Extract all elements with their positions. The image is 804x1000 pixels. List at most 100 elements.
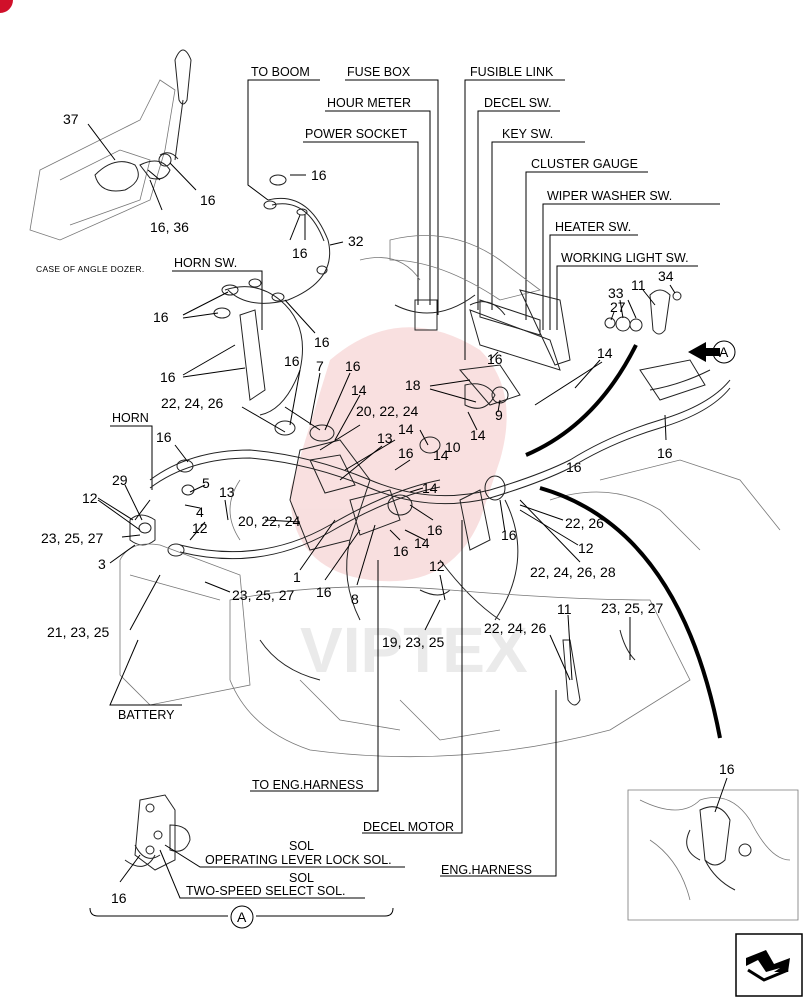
label-fusible-link: FUSIBLE LINK — [470, 65, 554, 79]
label-sol-1: SOL — [289, 839, 314, 853]
callout-18: 18 — [405, 377, 421, 393]
callout-16: 16 — [200, 192, 216, 208]
label-wiper-washer-sw: WIPER WASHER SW. — [547, 189, 672, 203]
callout-37: 37 — [63, 111, 79, 127]
label-horn: HORN — [112, 411, 149, 425]
callout-14-e: 14 — [597, 345, 613, 361]
callout-16-h: 16 — [501, 527, 517, 543]
callout-32: 32 — [348, 233, 364, 249]
view-a-arrow — [688, 342, 720, 362]
label-to-boom: TO BOOM — [251, 65, 310, 79]
left-callouts: 16 29 5 4 12 13 12 20, 22, 24 23, 25, 27… — [41, 353, 663, 681]
callout-22-26: 22, 26 — [565, 515, 604, 531]
callout-9: 9 — [495, 407, 503, 423]
eng-harness-thick — [539, 486, 722, 739]
callout-20-22-24-a: 20, 22, 24 — [356, 403, 418, 419]
callout-23-25-27-c: 23, 25, 27 — [601, 600, 663, 616]
callout-16-i: 16 — [316, 584, 332, 600]
label-battery: BATTERY — [118, 708, 175, 722]
callout-34: 34 — [658, 268, 674, 284]
callout-16-g: 16 — [393, 543, 409, 559]
callout-12-d: 12 — [429, 558, 445, 574]
next-page-button[interactable] — [735, 933, 803, 997]
callout-22-24-26-28: 22, 24, 26, 28 — [530, 564, 616, 580]
callout-16-hornsw-b: 16 — [160, 369, 176, 385]
label-fuse-box: FUSE BOX — [347, 65, 411, 79]
label-heater-sw: HEATER SW. — [555, 220, 631, 234]
label-horn-sw: HORN SW. — [174, 256, 237, 270]
label-working-light-sw: WORKING LIGHT SW. — [561, 251, 689, 265]
callout-16-inset-br: 16 — [719, 761, 735, 777]
label-key-sw: KEY SW. — [502, 127, 553, 141]
callout-7: 7 — [316, 358, 324, 374]
main-harness — [129, 379, 731, 706]
callout-16-right: 16 — [657, 445, 673, 461]
bottom-labels: BATTERY TO ENG.HARNESS DECEL MOTOR ENG.H… — [109, 520, 557, 877]
callout-16-e: 16 — [398, 445, 414, 461]
callout-21-23-25: 21, 23, 25 — [47, 624, 109, 640]
callout-12-b: 12 — [192, 520, 208, 536]
callout-16-sol: 16 — [111, 890, 127, 906]
callout-16-mid2: 16 — [345, 358, 361, 374]
horn-switch-harness: 16 16 16 — [153, 278, 330, 416]
solenoid-section-a: SOL OPERATING LEVER LOCK SOL. SOL TWO-SP… — [89, 794, 405, 929]
callout-16-horn: 16 — [156, 429, 172, 445]
switch-panel: 18 16 9 14 10 — [389, 235, 571, 455]
top-labels: TO BOOM FUSE BOX FUSIBLE LINK HOUR METER… — [110, 65, 720, 490]
label-decel-motor: DECEL MOTOR — [363, 820, 454, 834]
right-parts: 27 33 11 34 14 16 16 A — [525, 268, 736, 475]
label-two-speed-select-sol: TWO-SPEED SELECT SOL. — [186, 884, 346, 898]
callout-14-c: 14 — [470, 427, 486, 443]
label-eng-harness: ENG.HARNESS — [441, 863, 532, 877]
callout-5: 5 — [202, 475, 210, 491]
boom-harness: 16 16 32 — [227, 167, 364, 304]
case-of-angle-dozer-label: CASE OF ANGLE DOZER. — [36, 264, 145, 274]
callout-16-boom: 16 — [311, 167, 327, 183]
label-cluster-gauge: CLUSTER GAUGE — [531, 157, 638, 171]
callout-22-24-26-b: 22, 24, 26 — [484, 620, 546, 636]
callout-33: 33 — [608, 285, 624, 301]
watermark: VIPTEX — [290, 327, 528, 686]
callout-16-fuse: 16 — [487, 351, 503, 367]
inset-bottom-right: 16 — [627, 761, 799, 921]
callout-27: 27 — [610, 299, 626, 315]
callout-10: 10 — [445, 439, 461, 455]
callout-14-b: 14 — [398, 421, 414, 437]
callout-4: 4 — [196, 504, 204, 520]
label-power-socket: POWER SOCKET — [305, 127, 407, 141]
callout-12-c: 12 — [578, 540, 594, 556]
view-a-letter: A — [719, 344, 729, 360]
callout-14-d: 14 — [433, 447, 449, 463]
callout-11-b: 11 — [557, 601, 572, 617]
callout-16-hornsw-a: 16 — [153, 309, 169, 325]
callout-16-f: 16 — [427, 522, 443, 538]
callout-16-hornsw-c: 16 — [314, 334, 330, 350]
callout-1: 1 — [293, 569, 301, 585]
connector-line-a — [525, 344, 638, 457]
callout-8: 8 — [351, 591, 359, 607]
callout-13-b: 13 — [219, 484, 235, 500]
callout-19-23-25: 19, 23, 25 — [382, 634, 444, 650]
section-a-circle — [230, 905, 254, 929]
corner-badge — [0, 0, 13, 13]
label-to-eng-harness: TO ENG.HARNESS — [252, 778, 364, 792]
label-decel-sw: DECEL SW. — [484, 96, 552, 110]
callout-20-22-24-b: 20, 22, 24 — [238, 513, 300, 529]
callout-12-a: 12 — [82, 490, 98, 506]
callout-14-a: 14 — [351, 382, 367, 398]
view-a-circle — [712, 340, 736, 364]
callout-23-25-27-b: 23, 25, 27 — [232, 587, 294, 603]
callout-16-right2: 16 — [566, 459, 582, 475]
callout-22-24-26-a: 22, 24, 26 — [161, 395, 223, 411]
callout-11-a: 11 — [631, 277, 646, 293]
callout-3: 3 — [98, 556, 106, 572]
callout-16-36: 16, 36 — [150, 219, 189, 235]
label-hour-meter: HOUR METER — [327, 96, 411, 110]
callout-13-a: 13 — [377, 430, 393, 446]
callout-16-boom2: 16 — [292, 245, 308, 261]
callout-29: 29 — [112, 472, 128, 488]
callout-16-mid: 16 — [284, 353, 300, 369]
section-a-letter: A — [237, 909, 247, 925]
callout-14-f: 14 — [422, 480, 438, 496]
